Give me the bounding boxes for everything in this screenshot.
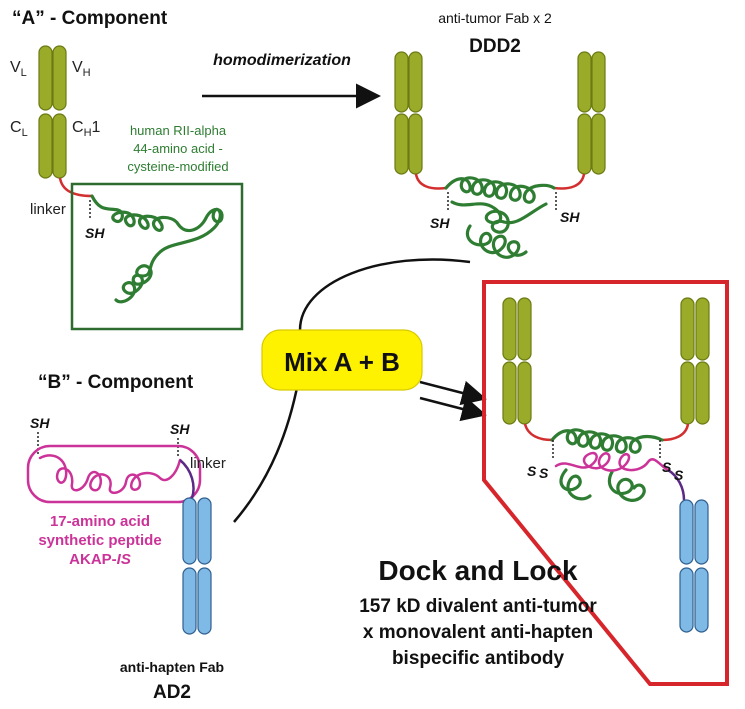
ddd2-sh-left: SH <box>430 215 450 231</box>
product-fab-left <box>502 297 532 425</box>
vh-label: VH <box>72 59 91 79</box>
product-line3: bispecific antibody <box>392 648 565 669</box>
fab-b-label: anti-hapten Fab <box>120 659 224 675</box>
mix-arrow-lower <box>419 396 487 422</box>
ddd2-linker-left <box>414 173 447 190</box>
product-title: Dock and Lock <box>378 555 578 586</box>
ddd2-subtitle: anti-tumor Fab x 2 <box>438 10 552 26</box>
ddd2-sh-right: SH <box>560 209 580 225</box>
product-fab-right <box>680 297 710 425</box>
rii-alpha-label: human RII-alpha <box>130 123 227 138</box>
cl-label: CL <box>10 119 28 139</box>
akap-line1: 17-amino acid <box>50 513 150 530</box>
linker-a-label: linker <box>30 201 66 218</box>
product-linker-left <box>523 423 553 442</box>
rii-alpha-modification: cysteine-modified <box>127 159 228 174</box>
product-fab-b <box>679 499 709 633</box>
component-b-title: “B” - Component <box>38 372 194 393</box>
disulfide-s2: S <box>539 465 549 481</box>
rii-alpha-box <box>70 182 244 331</box>
akap-peptide <box>38 454 182 495</box>
disulfide-s3: S <box>662 459 672 475</box>
vl-label: VL <box>10 59 27 79</box>
mix-box <box>261 329 423 391</box>
product-line2: x monovalent anti-hapten <box>363 622 593 643</box>
fab-b-title: AD2 <box>153 682 191 703</box>
disulfide-s4: S <box>674 467 684 483</box>
ad2-to-mix-curve <box>233 371 302 523</box>
ddd2-fab-right <box>577 51 606 175</box>
ddd2-linker-right <box>553 173 586 190</box>
mix-label: Mix A + B <box>284 347 400 377</box>
component-a-title: “A” - Component <box>12 8 168 29</box>
product-box <box>482 280 729 686</box>
linker-a <box>58 177 93 198</box>
ddd2-to-mix-curve <box>298 258 471 331</box>
akap-box <box>26 444 202 504</box>
akap-line3: AKAP-IS <box>69 551 131 568</box>
product-linker-b <box>667 468 686 501</box>
mix-arrow-upper <box>419 380 487 406</box>
product-line1: 157 kD divalent anti-tumor <box>359 596 597 617</box>
product-helix <box>550 428 664 502</box>
product-akap-peptide <box>554 451 670 472</box>
disulfide-s1: S <box>527 463 537 479</box>
ddd2-fab-left <box>394 51 423 175</box>
ddd2-title: DDD2 <box>469 36 521 57</box>
ddd2-helix <box>444 176 556 259</box>
ch1-label: CH1 <box>72 119 101 139</box>
fab-b <box>182 497 212 635</box>
linker-b <box>179 459 195 499</box>
sh-b-right: SH <box>170 421 190 437</box>
akap-line2: synthetic peptide <box>38 532 161 549</box>
sh-b-left: SH <box>30 415 50 431</box>
rii-alpha-helix-a <box>90 194 224 304</box>
rii-alpha-length: 44-amino acid - <box>133 141 223 156</box>
fab-a <box>38 45 67 179</box>
linker-b-label: linker <box>190 455 226 472</box>
homodimerization-label: homodimerization <box>213 52 351 69</box>
sh-a: SH <box>85 225 105 241</box>
product-linker-right <box>661 423 690 442</box>
